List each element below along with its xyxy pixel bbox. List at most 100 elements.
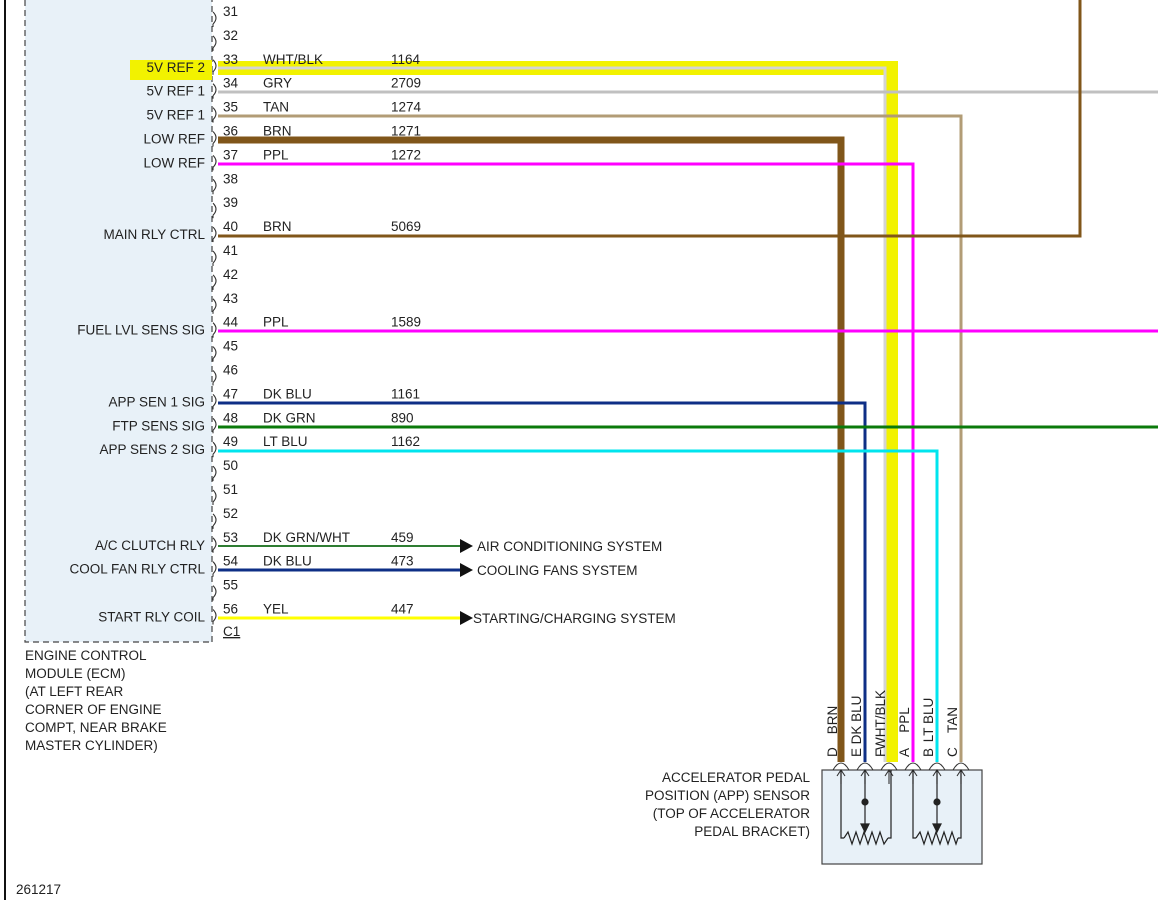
pin-label-highlight [130,60,212,80]
pin-number: 56 [223,602,238,617]
pin-row-43: 43 [212,291,238,314]
pin-terminal-icon [212,35,217,49]
arrow-starting-charging [460,611,473,625]
pin-number: 50 [223,458,238,473]
wire-1162 [218,449,939,762]
wire-color-label: TAN [263,100,289,115]
sensor-terminal-icon [832,762,850,771]
pin-terminal-icon [212,226,217,240]
wire-color-label: BRN [263,124,292,139]
pin-row-52: 52 [212,506,238,529]
wire-color-label: DK BLU [263,554,312,569]
sensor-wire-color: PPL [897,707,912,733]
sensor-terminal-icon [904,762,922,771]
pin-terminal-icon [212,561,217,575]
wire-color-label: DK GRN [263,410,316,425]
ecm-connector-label: C1 [223,624,240,639]
pin-number: 48 [223,410,238,425]
pin-terminal-icon [212,178,217,192]
pin-number: 54 [223,554,239,569]
pin-terminal-icon [212,489,217,503]
sensor-wire-color: LT BLU [921,698,936,743]
sensor-terminal-icon [856,762,874,771]
pin-number: 36 [223,124,238,139]
app-sensor-label-line: POSITION (APP) SENSOR [645,788,810,803]
pin-number: 52 [223,506,238,521]
circuit-number: 1272 [391,147,421,162]
pot1-wiper-arrow [860,823,870,834]
pin-terminal-icon [212,155,217,168]
pin-terminal-icon [212,322,217,336]
pin-terminal-icon [212,441,217,455]
pin-number: 42 [223,267,238,282]
wire-color-label: DK BLU [263,386,312,401]
pin-number: 39 [223,195,238,210]
pin-terminal-icon [212,609,217,622]
wire-color-label: GRY [263,76,292,91]
circuit-number: 447 [391,602,414,617]
pin-function-label: LOW REF [143,132,205,147]
pin-number: 32 [223,28,238,43]
pin-row-39: 39 [212,195,238,219]
sensor-terminal-letter: A [897,748,912,757]
sensor-wire-color: WHT/BLK [873,690,888,750]
pin-terminal-icon [212,513,217,527]
pin-number: 41 [223,243,238,258]
wire-color-label: WHT/BLK [263,52,323,67]
wire-color-label: PPL [263,147,289,162]
app-sensor-label-line: PEDAL BRACKET) [694,824,810,839]
pot2-wiper-arrow [932,823,942,834]
pin-function-label: MAIN RLY CTRL [103,227,205,242]
pin-function-label: FTP SENS SIG [112,418,205,433]
pin-row-51: 51 [212,482,238,505]
circuit-number: 1589 [391,315,421,330]
app-sensor-body [821,769,983,865]
pin-terminal-icon [212,394,217,407]
app-sensor-label-line: (TOP OF ACCELERATOR [653,806,811,821]
pin-number: 43 [223,291,238,306]
pin-terminal-icon [212,537,217,551]
pot1-resistor [843,830,889,846]
sensor-terminal-icon [928,762,946,771]
sensor-terminal-letter: B [921,748,936,757]
wire-1274 [218,114,963,762]
pin-terminal-icon [212,346,217,359]
pin-function-label: 5V REF 1 [146,84,205,99]
pot1-frame [840,770,892,839]
ecm-description-line: MASTER CYLINDER) [25,738,158,753]
destination-arrows: AIR CONDITIONING SYSTEM COOLING FANS SYS… [460,539,676,626]
wire-1272 [218,162,915,762]
sensor-wire-color: DK BLU [849,696,864,745]
wire-1164-highlight [218,61,898,762]
sensor-terminal-letter: F [873,749,888,757]
pin-terminal-icon [212,465,217,479]
pin-number: 55 [223,578,238,593]
pin-row-32: 32 [212,28,238,51]
circuit-number: 890 [391,410,414,425]
pot1-junction [861,798,869,806]
pin-row-46: 46 [212,363,238,386]
wire-1271 [218,136,845,762]
pin-row-42: 42 [212,267,238,290]
pin-number: 44 [223,315,239,330]
sensor-terminal-icon [880,762,898,771]
circuit-number: 459 [391,530,414,545]
footer-id: 261217 [16,882,61,897]
pin-terminal-icon [212,417,217,431]
sensor-pin-arrow [884,769,894,784]
pin-row-41: 41 [212,243,238,266]
sensor-terminal-letter: E [849,748,864,757]
ecm-description-line: ENGINE CONTROL [25,648,147,663]
